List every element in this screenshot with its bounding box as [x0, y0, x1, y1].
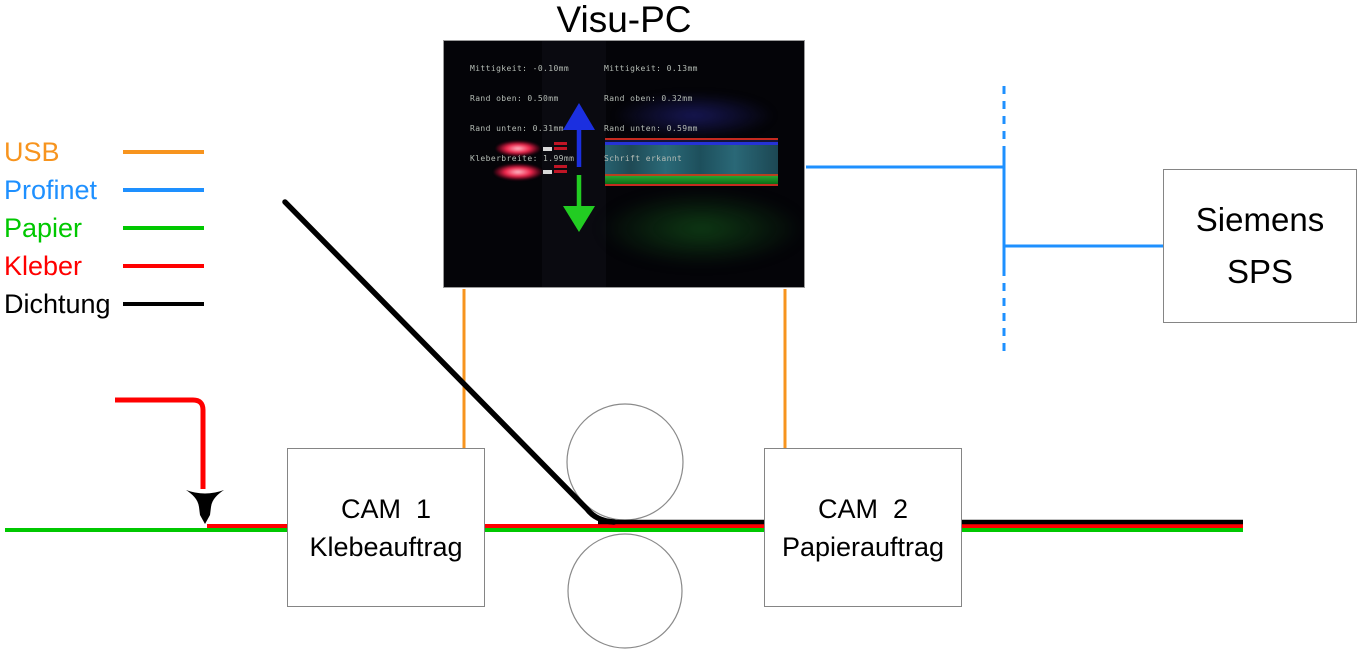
- strip-edge-line: [605, 184, 778, 186]
- legend-line-usb: [123, 150, 204, 154]
- readout-line: Mittigkeit: 0.13mm: [604, 64, 698, 73]
- web-strip-image: [605, 138, 778, 186]
- readout-line: Kleberbreite: 1.99mm: [470, 154, 575, 163]
- glue-supply-pipe: [115, 397, 206, 489]
- legend-item-profinet: Profinet: [4, 171, 214, 209]
- siemens-sps-box: Siemens SPS: [1163, 169, 1357, 323]
- legend-item-dichtung: Dichtung: [4, 285, 214, 323]
- legend-item-usb: USB: [4, 133, 214, 171]
- legend-line-kleber: [123, 264, 204, 268]
- measure-mark-red: [554, 170, 567, 173]
- strip-edge-line: [605, 174, 778, 176]
- readout-line: Schrift erkannt: [604, 154, 683, 163]
- cam2-subtitle: Papierauftrag: [781, 531, 945, 562]
- camera-green-glow: [599, 191, 804, 266]
- measure-mark: [543, 147, 552, 151]
- strip-gap: [605, 140, 778, 142]
- strip-blue-line: [605, 142, 778, 145]
- camera-arrows: [563, 103, 595, 232]
- strip-edge-line: [605, 138, 778, 140]
- legend-label: Dichtung: [4, 288, 111, 319]
- measure-mark-red: [554, 165, 567, 168]
- readout-line: Mittigkeit: -0.10mm: [470, 64, 570, 73]
- readout-line: Rand oben: 0.50mm: [470, 94, 559, 103]
- camera-readout-right: Mittigkeit: 0.13mm Rand oben: 0.32mm Ran…: [604, 44, 698, 184]
- lower-roller: [567, 533, 683, 649]
- cam2-box: CAM 2 Papierauftrag: [764, 448, 962, 607]
- readout-line: Rand unten: 0.59mm: [604, 124, 698, 133]
- sps-title: Siemens: [1195, 201, 1325, 238]
- down-arrow-icon: [563, 206, 595, 232]
- legend: USB Profinet Papier Kleber Dichtung: [4, 133, 214, 323]
- page-title: Visu-PC: [556, 0, 692, 40]
- camera-readout-left: Mittigkeit: -0.10mm Rand oben: 0.50mm Ra…: [470, 44, 574, 184]
- laser-spot-bottom: [494, 164, 542, 180]
- readout-line: Rand unten: 0.31mm: [470, 124, 564, 133]
- cam2-title: CAM 2: [817, 493, 909, 524]
- seal-feed-diagonal: [282, 199, 617, 525]
- up-arrow-icon: [563, 103, 595, 130]
- cam1-box: CAM 1 Klebeauftrag: [287, 448, 485, 607]
- sps-subtitle: SPS: [1226, 253, 1294, 290]
- legend-line-dichtung: [123, 302, 204, 306]
- camera-blue-glow: [614, 93, 774, 138]
- measure-mark-red: [554, 147, 567, 150]
- legend-line-profinet: [123, 188, 204, 192]
- legend-label: Profinet: [4, 174, 98, 205]
- measure-mark-red: [554, 142, 567, 145]
- legend-item-papier: Papier: [4, 209, 214, 247]
- legend-line-papier: [123, 226, 204, 230]
- glue-nozzle: [186, 490, 224, 524]
- legend-label: Papier: [4, 212, 83, 243]
- measure-mark: [543, 170, 552, 174]
- readout-line: Rand oben: 0.32mm: [604, 94, 693, 103]
- camera-light-column: [542, 41, 606, 287]
- cam1-title: CAM 1: [340, 493, 432, 524]
- legend-label: Kleber: [4, 250, 83, 281]
- strip-paper-band: [605, 145, 778, 174]
- camera-view: Mittigkeit: -0.10mm Rand oben: 0.50mm Ra…: [443, 40, 805, 288]
- strip-glue-band: [605, 176, 778, 184]
- legend-label: USB: [4, 136, 60, 167]
- legend-item-kleber: Kleber: [4, 247, 214, 285]
- laser-spot-top: [496, 141, 540, 156]
- cam1-subtitle: Klebeauftrag: [309, 531, 463, 562]
